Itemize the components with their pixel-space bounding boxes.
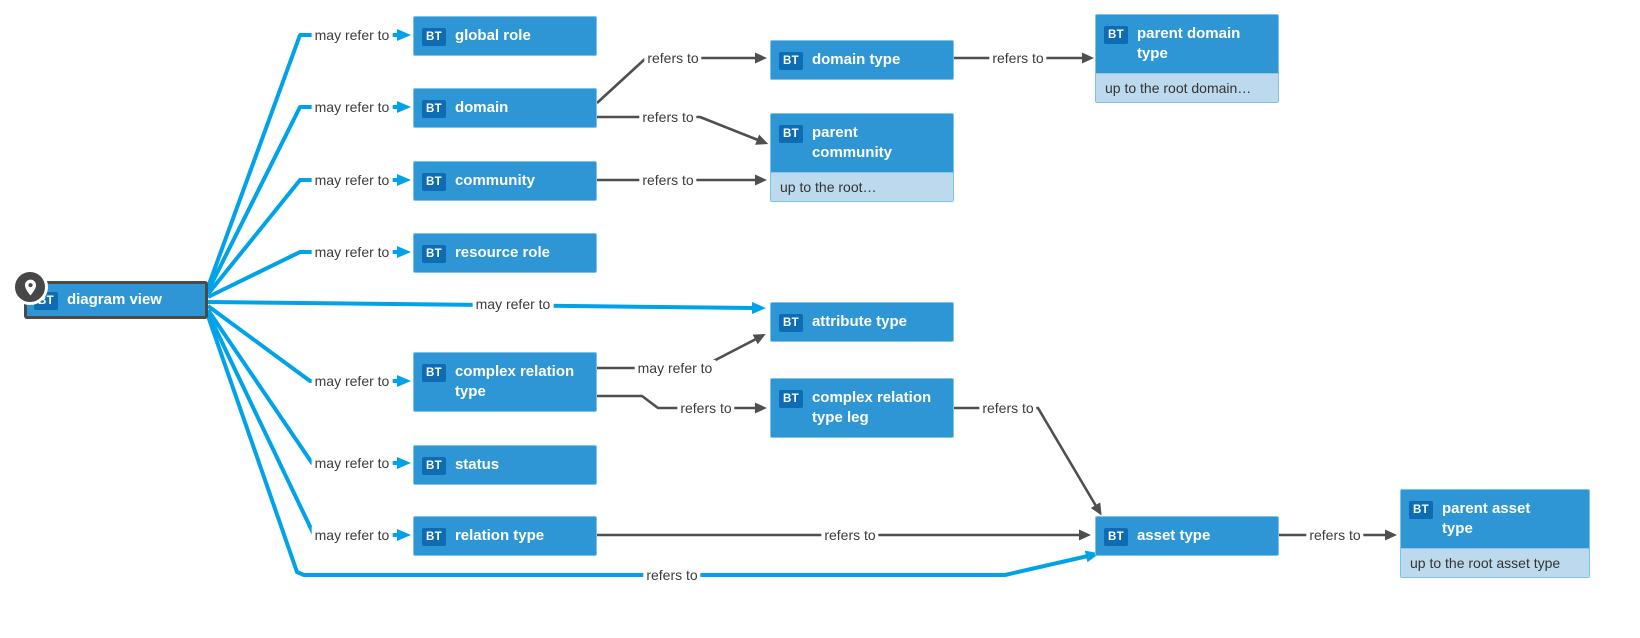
edge-label: refers to bbox=[821, 527, 879, 543]
node-label: complex relation type leg bbox=[811, 389, 932, 426]
node-label: parent community bbox=[811, 124, 892, 161]
asset-type-badge: BT bbox=[1104, 528, 1128, 546]
node-label: asset type bbox=[1136, 527, 1211, 544]
node-parent-domain-type[interactable]: BT parent domain type up to the root dom… bbox=[1095, 14, 1279, 103]
node-attribute-type[interactable]: BT attribute type bbox=[770, 302, 954, 342]
node-label: relation type bbox=[454, 527, 545, 544]
edge-diagram-view-asset-type bbox=[206, 315, 1100, 577]
edge-label: refers to bbox=[639, 109, 697, 125]
node-label: parent domain type bbox=[1136, 25, 1241, 62]
edge-label: may refer to bbox=[311, 172, 393, 188]
node-complex-relation-type[interactable]: BT complex relation type bbox=[413, 352, 597, 412]
asset-type-badge: BT bbox=[422, 173, 446, 191]
node-label: global role bbox=[454, 27, 531, 44]
node-sublabel: up to the root… bbox=[771, 172, 953, 201]
edge-label: refers to bbox=[643, 567, 701, 583]
node-label: attribute type bbox=[811, 313, 907, 330]
node-label: complex relation type bbox=[454, 363, 575, 400]
asset-type-badge: BT bbox=[422, 364, 446, 382]
node-community[interactable]: BT community bbox=[413, 161, 597, 201]
edge-label: may refer to bbox=[311, 99, 393, 115]
node-relation-type[interactable]: BT relation type bbox=[413, 516, 597, 556]
edge-label: may refer to bbox=[311, 527, 393, 543]
edge-label: refers to bbox=[989, 50, 1047, 66]
node-label: parent asset type bbox=[1441, 500, 1531, 537]
node-global-role[interactable]: BT global role bbox=[413, 16, 597, 56]
node-label: domain type bbox=[811, 51, 901, 68]
node-asset-type[interactable]: BT asset type bbox=[1095, 516, 1279, 556]
edge-label: refers to bbox=[1306, 527, 1364, 543]
edge-label: refers to bbox=[979, 400, 1037, 416]
edge-label: may refer to bbox=[311, 455, 393, 471]
asset-type-badge: BT bbox=[422, 457, 446, 475]
location-pin-icon bbox=[12, 269, 48, 305]
edge-label: refers to bbox=[644, 50, 702, 66]
edge-label: may refer to bbox=[311, 373, 393, 389]
asset-type-badge: BT bbox=[1104, 26, 1128, 44]
edge-label: may refer to bbox=[311, 244, 393, 260]
node-label: resource role bbox=[454, 244, 550, 261]
node-domain[interactable]: BT domain bbox=[413, 88, 597, 128]
edge-label: refers to bbox=[639, 172, 697, 188]
asset-type-badge: BT bbox=[422, 100, 446, 118]
node-parent-asset-type[interactable]: BT parent asset type up to the root asse… bbox=[1400, 489, 1590, 578]
edge-diagram-view-relation-type bbox=[206, 312, 411, 541]
node-domain-type[interactable]: BT domain type bbox=[770, 40, 954, 80]
node-complex-relation-type-leg[interactable]: BT complex relation type leg bbox=[770, 378, 954, 438]
asset-type-badge: BT bbox=[779, 390, 803, 408]
node-label: status bbox=[454, 456, 500, 473]
node-label: domain bbox=[454, 99, 509, 116]
node-sublabel: up to the root domain… bbox=[1096, 73, 1278, 102]
asset-type-badge: BT bbox=[422, 28, 446, 46]
node-label: diagram view bbox=[66, 291, 162, 308]
edge-leg-asset-type bbox=[954, 406, 1102, 516]
edge-label: refers to bbox=[677, 400, 735, 416]
node-sublabel: up to the root asset type bbox=[1401, 548, 1589, 577]
node-label: community bbox=[454, 172, 535, 189]
asset-type-badge: BT bbox=[422, 528, 446, 546]
asset-type-badge: BT bbox=[779, 314, 803, 332]
node-diagram-view[interactable]: BT diagram view bbox=[12, 269, 208, 319]
asset-type-badge: BT bbox=[779, 125, 803, 143]
edge-label: may refer to bbox=[311, 27, 393, 43]
edge-label: may refer to bbox=[634, 360, 716, 376]
node-parent-community[interactable]: BT parent community up to the root… bbox=[770, 113, 954, 202]
node-status[interactable]: BT status bbox=[413, 445, 597, 485]
edge-domain-parent-community bbox=[597, 115, 769, 145]
node-resource-role[interactable]: BT resource role bbox=[413, 233, 597, 273]
asset-type-badge: BT bbox=[1409, 501, 1433, 519]
edge-diagram-view-domain bbox=[206, 101, 411, 292]
asset-type-badge: BT bbox=[422, 245, 446, 263]
edge-label: may refer to bbox=[472, 296, 554, 312]
asset-type-badge: BT bbox=[779, 52, 803, 70]
